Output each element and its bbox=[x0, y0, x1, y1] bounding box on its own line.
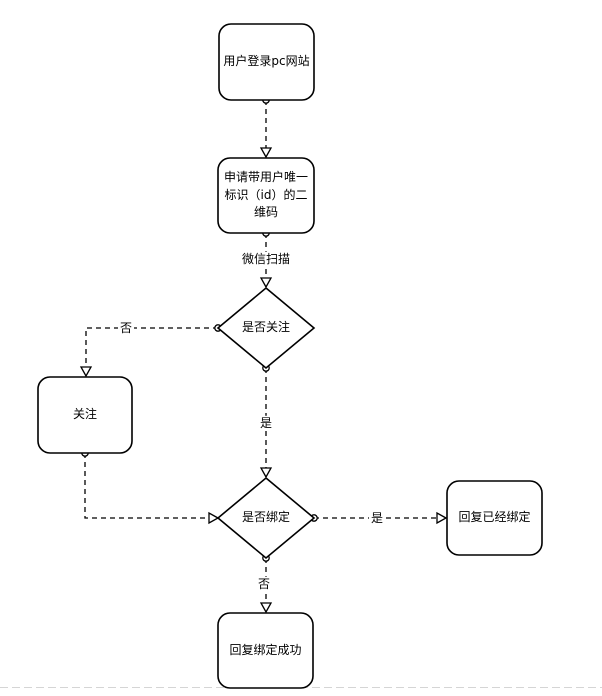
arrowhead-bind-check-top-icon bbox=[259, 467, 273, 479]
node-bind-check-diamond[interactable] bbox=[216, 476, 316, 560]
edge-follow-check-no-to-follow[interactable] bbox=[85, 327, 218, 367]
node-follow[interactable] bbox=[37, 376, 133, 454]
arrowhead-reply-success-top-icon bbox=[259, 602, 273, 614]
arrowhead-follow-top-icon bbox=[79, 366, 93, 378]
node-follow-check-diamond[interactable] bbox=[216, 286, 316, 370]
node-login[interactable] bbox=[218, 23, 315, 101]
edge-follow-to-bind-check[interactable] bbox=[84, 453, 209, 519]
arrowhead-reply-bound-left-icon bbox=[436, 511, 448, 525]
arrowhead-qrcode-top-icon bbox=[259, 147, 273, 159]
node-reply-success[interactable] bbox=[217, 612, 314, 689]
arrowhead-bind-check-left-icon bbox=[208, 511, 220, 525]
node-reply-bound[interactable] bbox=[446, 480, 543, 556]
arrowhead-follow-check-top-icon bbox=[259, 277, 273, 289]
node-qrcode[interactable] bbox=[217, 157, 315, 234]
